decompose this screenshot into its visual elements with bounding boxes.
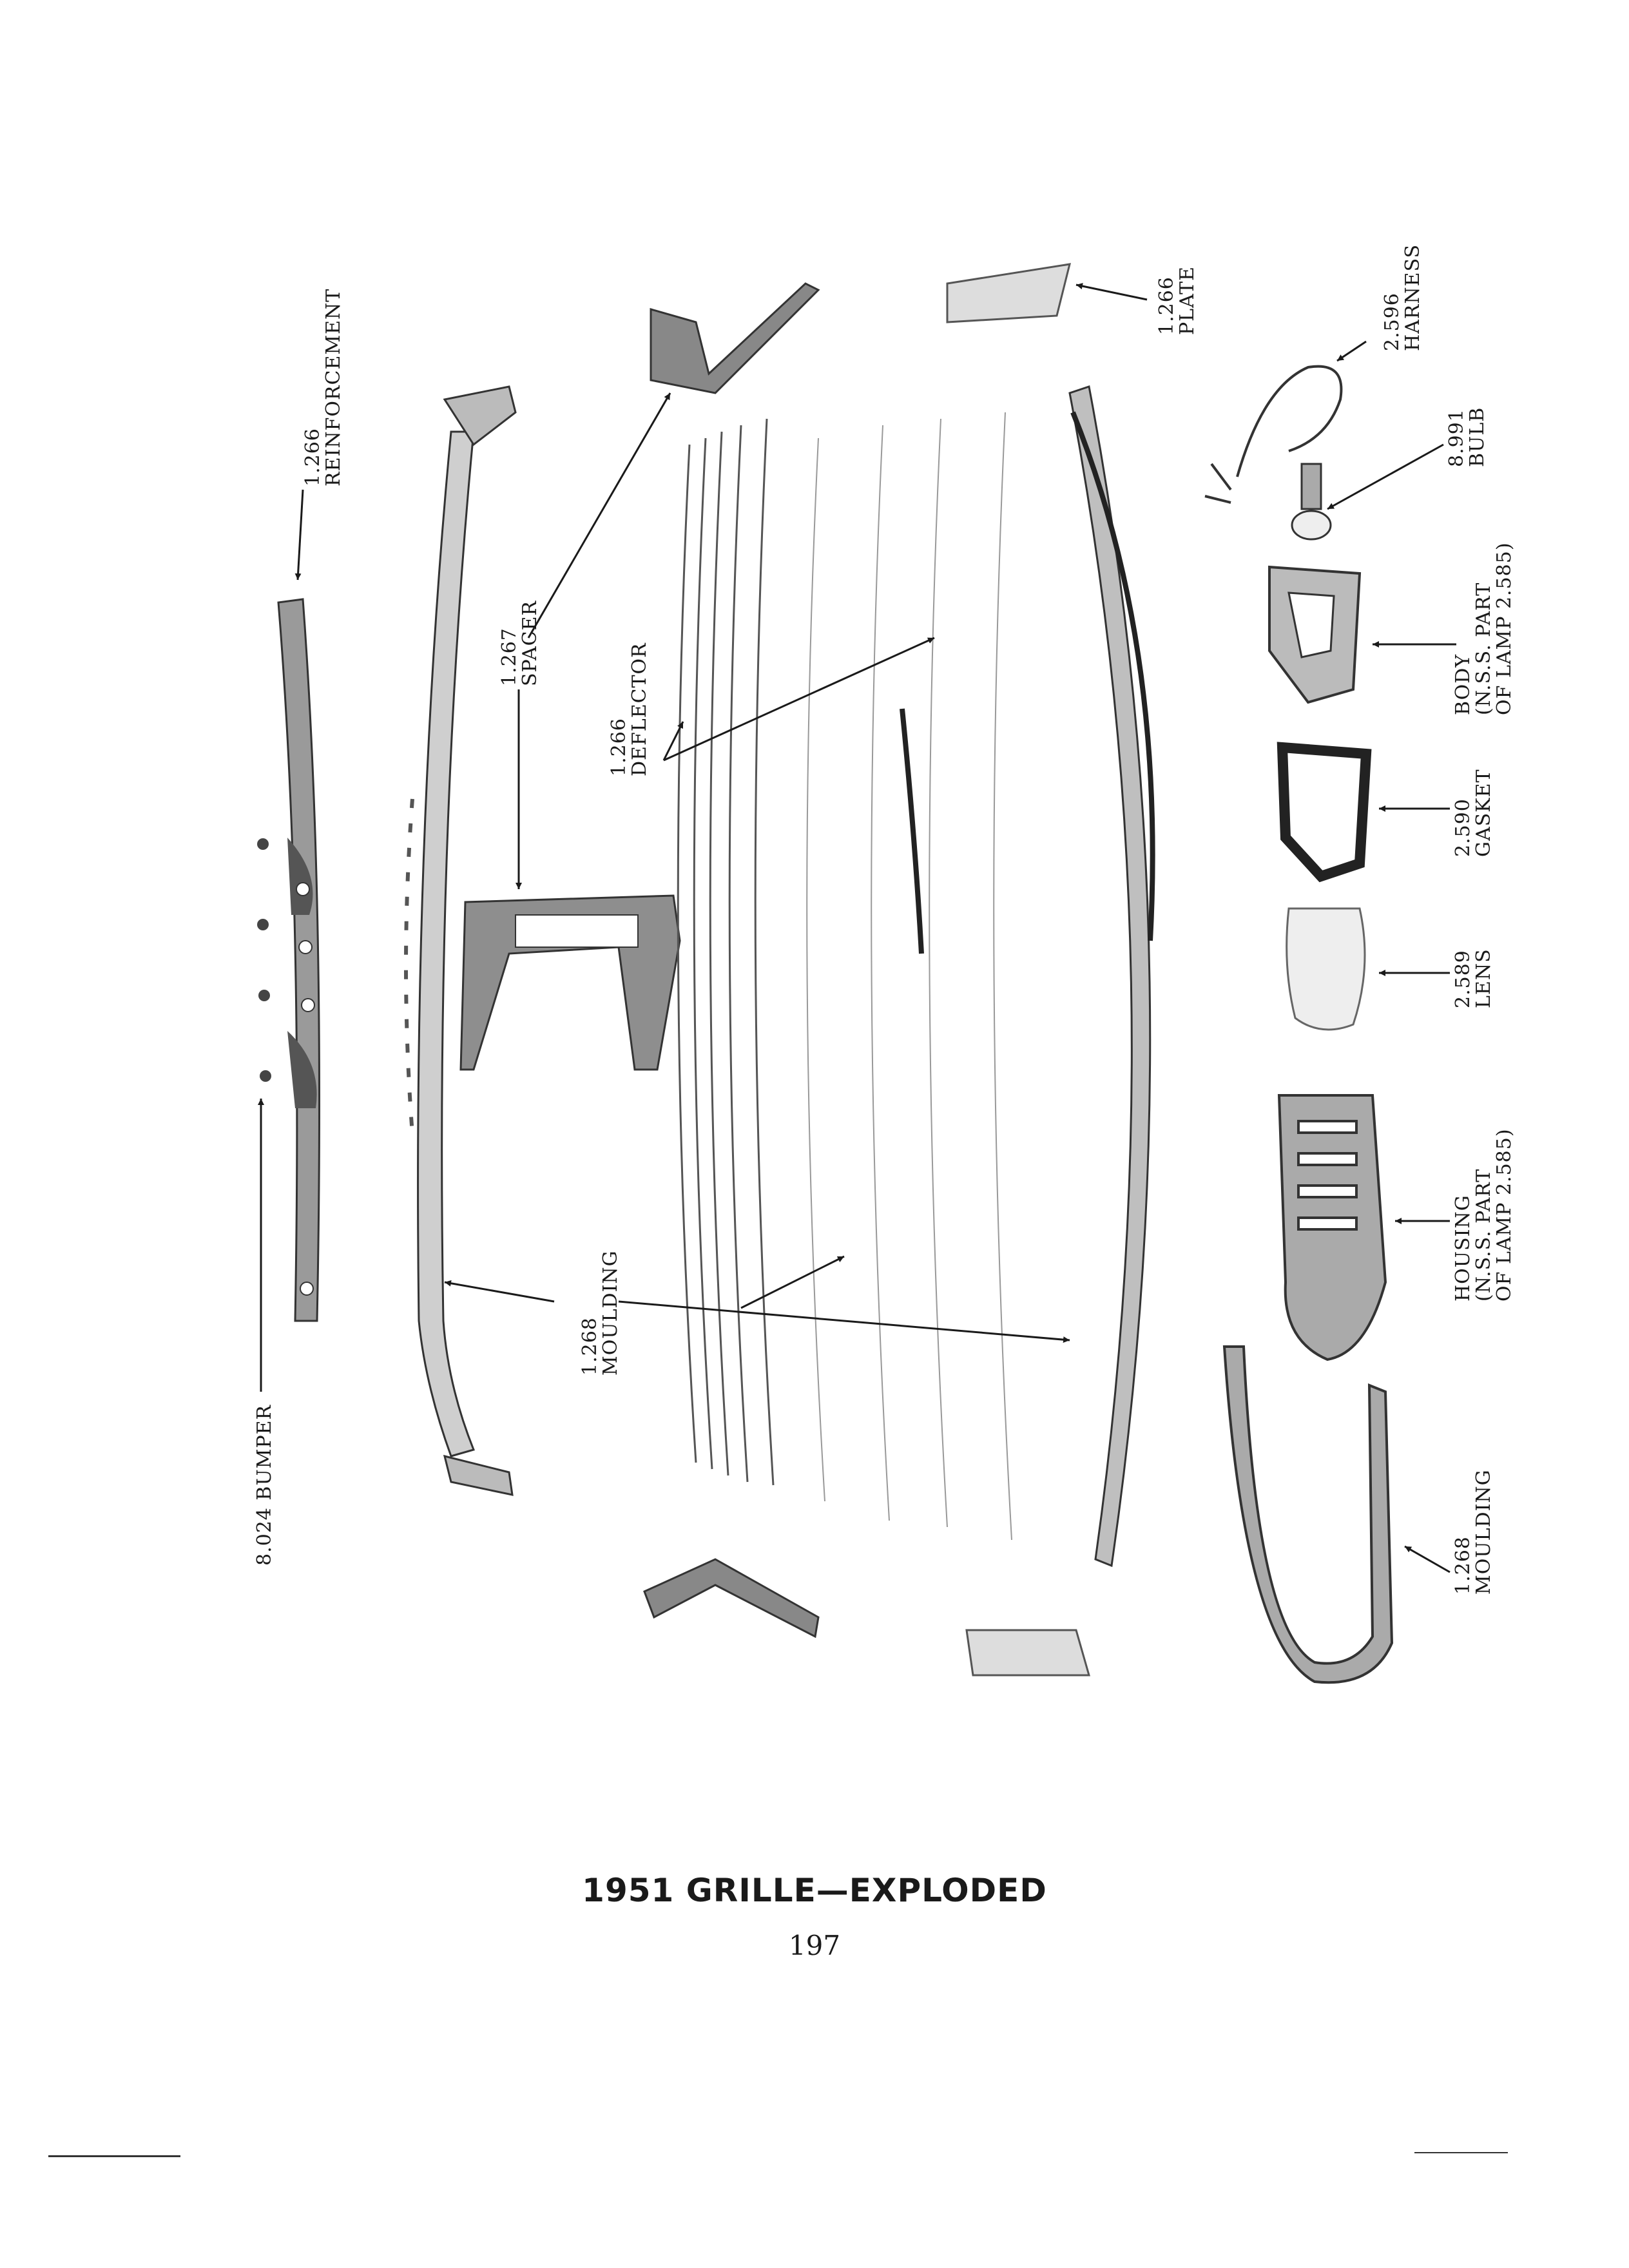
bolt-set	[257, 838, 271, 1082]
main-moulding-part	[404, 385, 517, 1496]
leader-lines	[258, 283, 1456, 1573]
harness-part	[1204, 365, 1343, 504]
label-bumper: 8.024 BUMPER	[253, 1404, 276, 1566]
gasket-part	[1277, 742, 1372, 883]
spacer-part	[459, 894, 681, 1071]
lower-bracket-part	[643, 1558, 820, 1639]
lamp-moulding-part	[1222, 1345, 1394, 1684]
lens-part	[1286, 907, 1366, 1031]
bottom-right-rule	[1414, 2152, 1508, 2153]
page-number: 197	[788, 1930, 841, 1961]
lamp-housing-part	[1277, 1094, 1387, 1361]
bottom-left-rule	[48, 2155, 180, 2157]
deflector-part	[677, 418, 775, 1486]
reinforcement-part	[277, 598, 321, 1322]
upper-bracket-part	[650, 282, 820, 394]
plate-part-bottom	[965, 1629, 1090, 1677]
lamp-body-part	[1268, 565, 1362, 704]
bulb-part	[1291, 463, 1332, 541]
figure-caption: 1951 GRILLE—EXPLODED	[582, 1872, 1047, 1909]
outer-grille-bar	[1068, 385, 1155, 1568]
plate-part-top	[946, 263, 1072, 323]
grille-bar-lines	[806, 412, 1012, 1541]
center-bar-dark	[900, 708, 924, 954]
